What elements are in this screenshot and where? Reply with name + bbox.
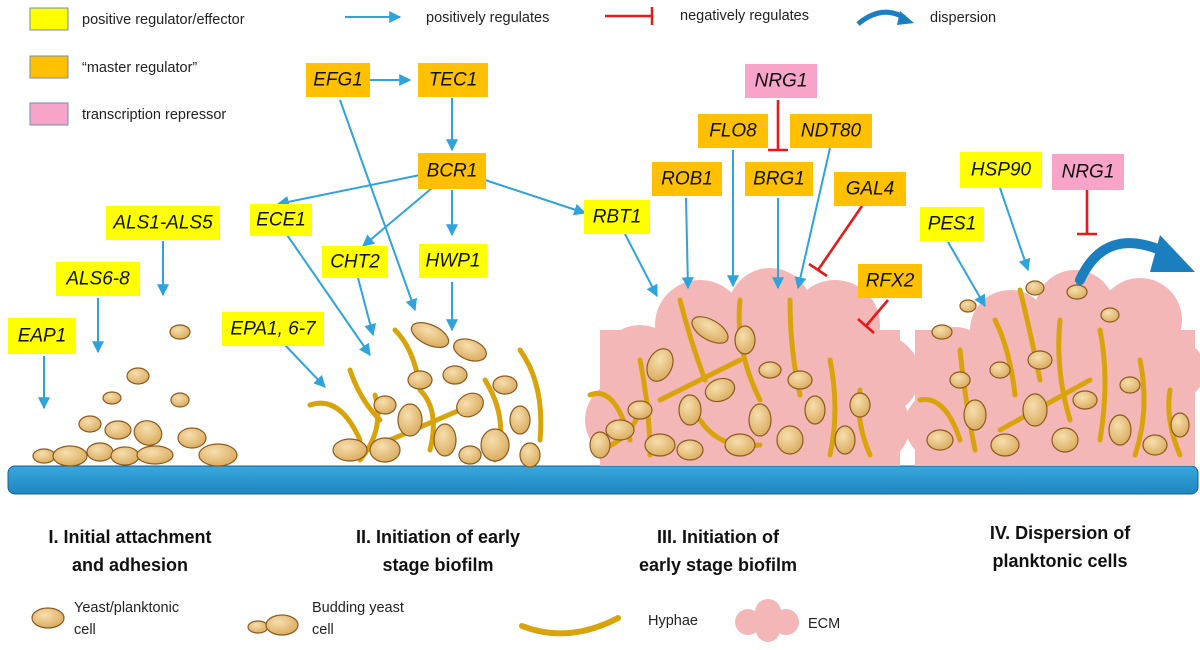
svg-text:EPA1, 6-7: EPA1, 6-7 bbox=[230, 319, 317, 340]
gene-efg1: EFG1 bbox=[306, 63, 370, 97]
svg-text:EFG1: EFG1 bbox=[313, 70, 363, 91]
gene-flo8: FLO8 bbox=[698, 114, 768, 148]
gene-als1: ALS1-ALS5 bbox=[106, 206, 220, 240]
gene-gal4: GAL4 bbox=[834, 172, 906, 206]
gene-epa1: EPA1, 6-7 bbox=[222, 312, 324, 346]
svg-text:TEC1: TEC1 bbox=[429, 70, 478, 91]
svg-text:ROB1: ROB1 bbox=[661, 169, 713, 190]
svg-text:EAP1: EAP1 bbox=[18, 326, 67, 347]
stage1-title-line2: and adhesion bbox=[72, 555, 188, 575]
top-legend: positive regulator/effector “master regu… bbox=[29, 7, 996, 126]
svg-text:GAL4: GAL4 bbox=[846, 179, 895, 200]
cells-stage2 bbox=[332, 322, 541, 468]
legend-swatch-master bbox=[29, 55, 69, 79]
svg-text:NRG1: NRG1 bbox=[1062, 162, 1115, 183]
stage3-title-line2: early stage biofilm bbox=[639, 555, 797, 575]
legend-label-pos-reg: positively regulates bbox=[426, 10, 549, 26]
budding-yeast-icon bbox=[247, 614, 299, 636]
gene-pes1: PES1 bbox=[920, 207, 984, 241]
svg-text:NRG1: NRG1 bbox=[755, 71, 808, 92]
yeast-cell-icon bbox=[31, 607, 65, 629]
gene-boxes: EFG1 TEC1 BCR1 ECE1 CHT2 HWP1 EPA1, 6-7 … bbox=[8, 63, 1124, 354]
svg-text:NDT80: NDT80 bbox=[801, 121, 862, 142]
hyphae-stage2 bbox=[307, 327, 544, 463]
svg-text:BCR1: BCR1 bbox=[427, 161, 478, 182]
gene-nrg1-stage3: NRG1 bbox=[745, 64, 817, 98]
gene-rob1: ROB1 bbox=[652, 162, 722, 196]
svg-text:CHT2: CHT2 bbox=[330, 252, 380, 273]
gene-ndt80: NDT80 bbox=[790, 114, 872, 148]
ecm-icon bbox=[735, 599, 799, 642]
legend-yeast-line2: cell bbox=[74, 622, 96, 638]
substrate-surface bbox=[7, 465, 1199, 495]
gene-eap1: EAP1 bbox=[8, 318, 76, 354]
inhibition-lines bbox=[768, 100, 1097, 334]
legend-dispersion-icon bbox=[856, 9, 914, 26]
gene-rfx2: RFX2 bbox=[858, 264, 922, 298]
svg-text:RBT1: RBT1 bbox=[593, 207, 642, 228]
gene-hwp1: HWP1 bbox=[419, 244, 487, 278]
legend-budding-line2: cell bbox=[312, 622, 334, 638]
gene-bcr1: BCR1 bbox=[418, 153, 486, 189]
gene-ece1: ECE1 bbox=[250, 204, 312, 236]
svg-text:RFX2: RFX2 bbox=[866, 271, 915, 292]
stage1-title-line1: I. Initial attachment bbox=[48, 527, 211, 547]
cells-stage4 bbox=[926, 280, 1190, 457]
legend-budding-line1: Budding yeast bbox=[312, 600, 404, 616]
gene-cht2: CHT2 bbox=[322, 246, 388, 278]
svg-text:PES1: PES1 bbox=[928, 214, 977, 235]
cells-stage3 bbox=[589, 316, 871, 461]
legend-swatch-repressor bbox=[29, 102, 69, 126]
svg-text:BRG1: BRG1 bbox=[753, 169, 805, 190]
svg-text:ALS6-8: ALS6-8 bbox=[65, 269, 130, 290]
legend-hyphae: Hyphae bbox=[648, 613, 698, 629]
bottom-legend: Yeast/planktonic cell Budding yeast cell… bbox=[31, 599, 840, 642]
hyphae-icon bbox=[519, 615, 621, 637]
dispersion-arrow-icon bbox=[1075, 235, 1195, 285]
stage-titles: I. Initial attachment and adhesion II. I… bbox=[48, 523, 1131, 575]
svg-text:HSP90: HSP90 bbox=[971, 160, 1032, 181]
regulation-arrows bbox=[38, 74, 1031, 410]
gene-als6: ALS6-8 bbox=[56, 262, 140, 296]
legend-swatch-positive bbox=[29, 7, 69, 31]
gene-nrg1-stage4: NRG1 bbox=[1052, 154, 1124, 190]
svg-text:ECE1: ECE1 bbox=[256, 210, 306, 231]
legend-ecm: ECM bbox=[808, 616, 840, 632]
stage2-title-line1: II. Initiation of early bbox=[356, 527, 520, 547]
legend-label-positive: positive regulator/effector bbox=[82, 12, 245, 28]
gene-brg1: BRG1 bbox=[745, 162, 813, 196]
legend-yeast-line1: Yeast/planktonic bbox=[74, 600, 179, 616]
legend-label-dispersion: dispersion bbox=[930, 10, 996, 26]
stage4-title-line1: IV. Dispersion of bbox=[990, 523, 1131, 543]
stage3-title-line1: III. Initiation of bbox=[657, 527, 780, 547]
svg-text:ALS1-ALS5: ALS1-ALS5 bbox=[112, 213, 213, 234]
legend-label-master: “master regulator” bbox=[82, 60, 197, 76]
gene-hsp90: HSP90 bbox=[960, 152, 1042, 188]
gene-rbt1: RBT1 bbox=[584, 200, 650, 234]
svg-text:FLO8: FLO8 bbox=[709, 121, 757, 142]
svg-text:HWP1: HWP1 bbox=[426, 251, 481, 272]
stage2-title-line2: stage biofilm bbox=[382, 555, 493, 575]
legend-inhibit-icon bbox=[605, 7, 654, 25]
legend-label-neg-reg: negatively regulates bbox=[680, 8, 809, 24]
legend-label-repressor: transcription repressor bbox=[82, 107, 226, 123]
cells-stage1 bbox=[32, 324, 238, 467]
gene-tec1: TEC1 bbox=[418, 63, 488, 97]
stage4-title-line2: planktonic cells bbox=[992, 551, 1127, 571]
